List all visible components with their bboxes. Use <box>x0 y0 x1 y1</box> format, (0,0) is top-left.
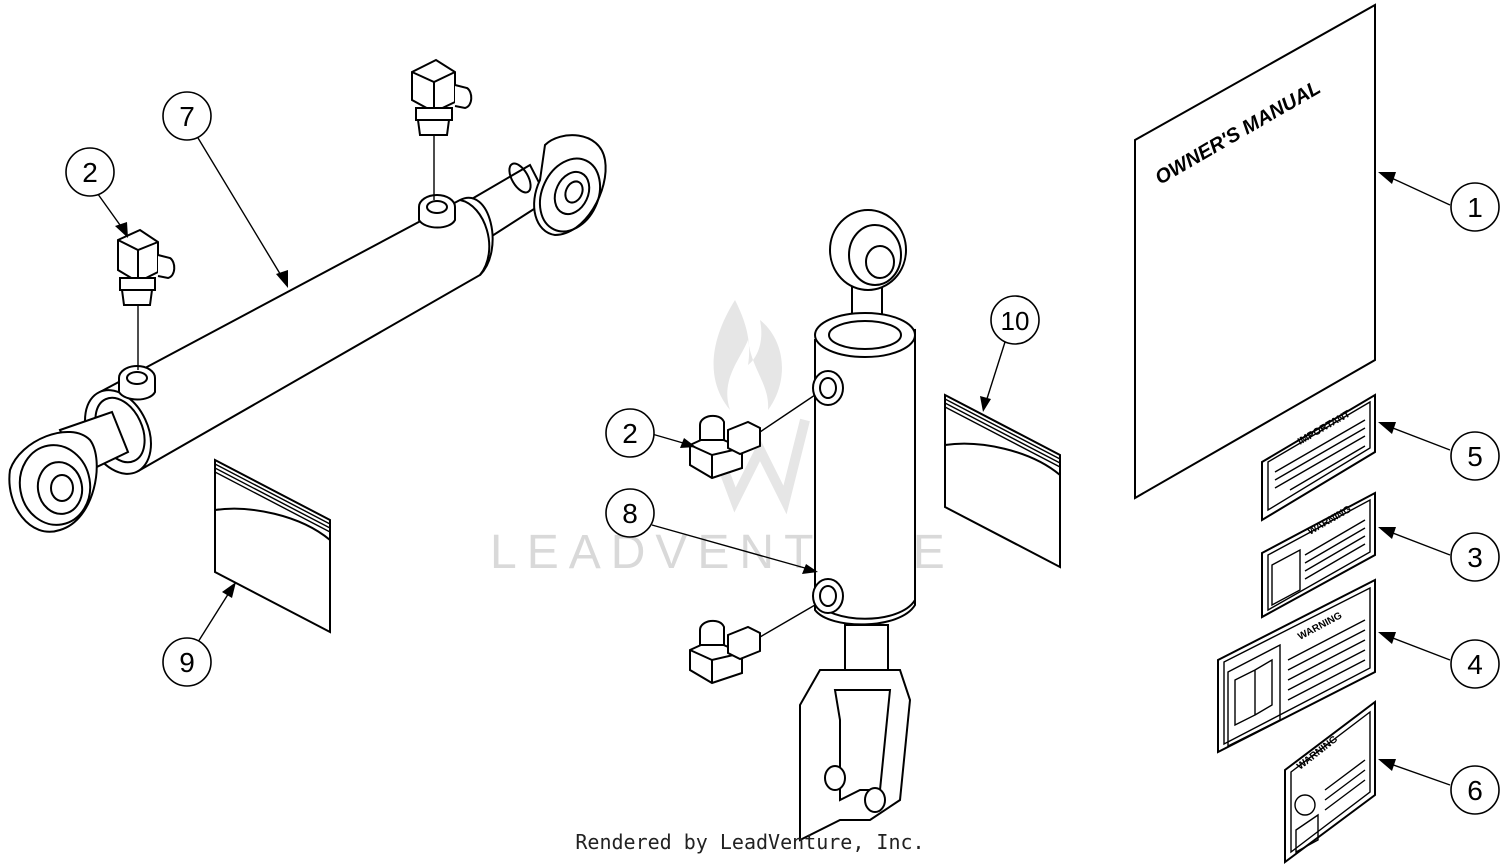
safety-label-4: WARNING <box>1217 578 1376 754</box>
callout-5-label: 5 <box>1467 441 1483 472</box>
footer-credit: Rendered by LeadVenture, Inc. <box>575 830 925 854</box>
elbow-fitting-left-lower <box>117 228 176 370</box>
elbow-fitting-left-upper <box>411 58 473 200</box>
callout-1: 1 <box>1450 182 1500 232</box>
callout-4-label: 4 <box>1467 649 1483 680</box>
callout-5: 5 <box>1450 431 1500 481</box>
decal-9 <box>214 458 331 634</box>
callout-2b-label: 2 <box>622 418 638 449</box>
leader-lines <box>94 132 1451 786</box>
hydraulic-cylinder-horizontal <box>8 134 607 533</box>
hydraulic-cylinder-vertical <box>799 209 916 842</box>
elbow-fitting-center-lower <box>689 604 816 685</box>
callout-8: 8 <box>605 488 655 538</box>
callout-7: 7 <box>162 91 212 141</box>
callout-8-label: 8 <box>622 498 638 529</box>
callout-4: 4 <box>1450 639 1500 689</box>
callout-3: 3 <box>1450 532 1500 582</box>
safety-label-6: WARNING <box>1284 699 1376 864</box>
decal-10 <box>944 393 1061 569</box>
callout-2b: 2 <box>605 408 655 458</box>
callout-10-label: 10 <box>1001 306 1030 336</box>
callout-1-label: 1 <box>1467 192 1483 223</box>
callout-10: 10 <box>990 295 1040 345</box>
callout-9: 9 <box>162 637 212 687</box>
callout-7-label: 7 <box>179 101 195 132</box>
callout-6: 6 <box>1450 765 1500 815</box>
elbow-fitting-center-upper <box>689 394 816 480</box>
callouts: 1 2 2 3 4 5 6 7 <box>65 91 1500 815</box>
callout-3-label: 3 <box>1467 542 1483 573</box>
callout-9-label: 9 <box>179 647 195 678</box>
callout-6-label: 6 <box>1467 775 1483 806</box>
callout-2a: 2 <box>65 147 115 197</box>
callout-2a-label: 2 <box>82 157 98 188</box>
